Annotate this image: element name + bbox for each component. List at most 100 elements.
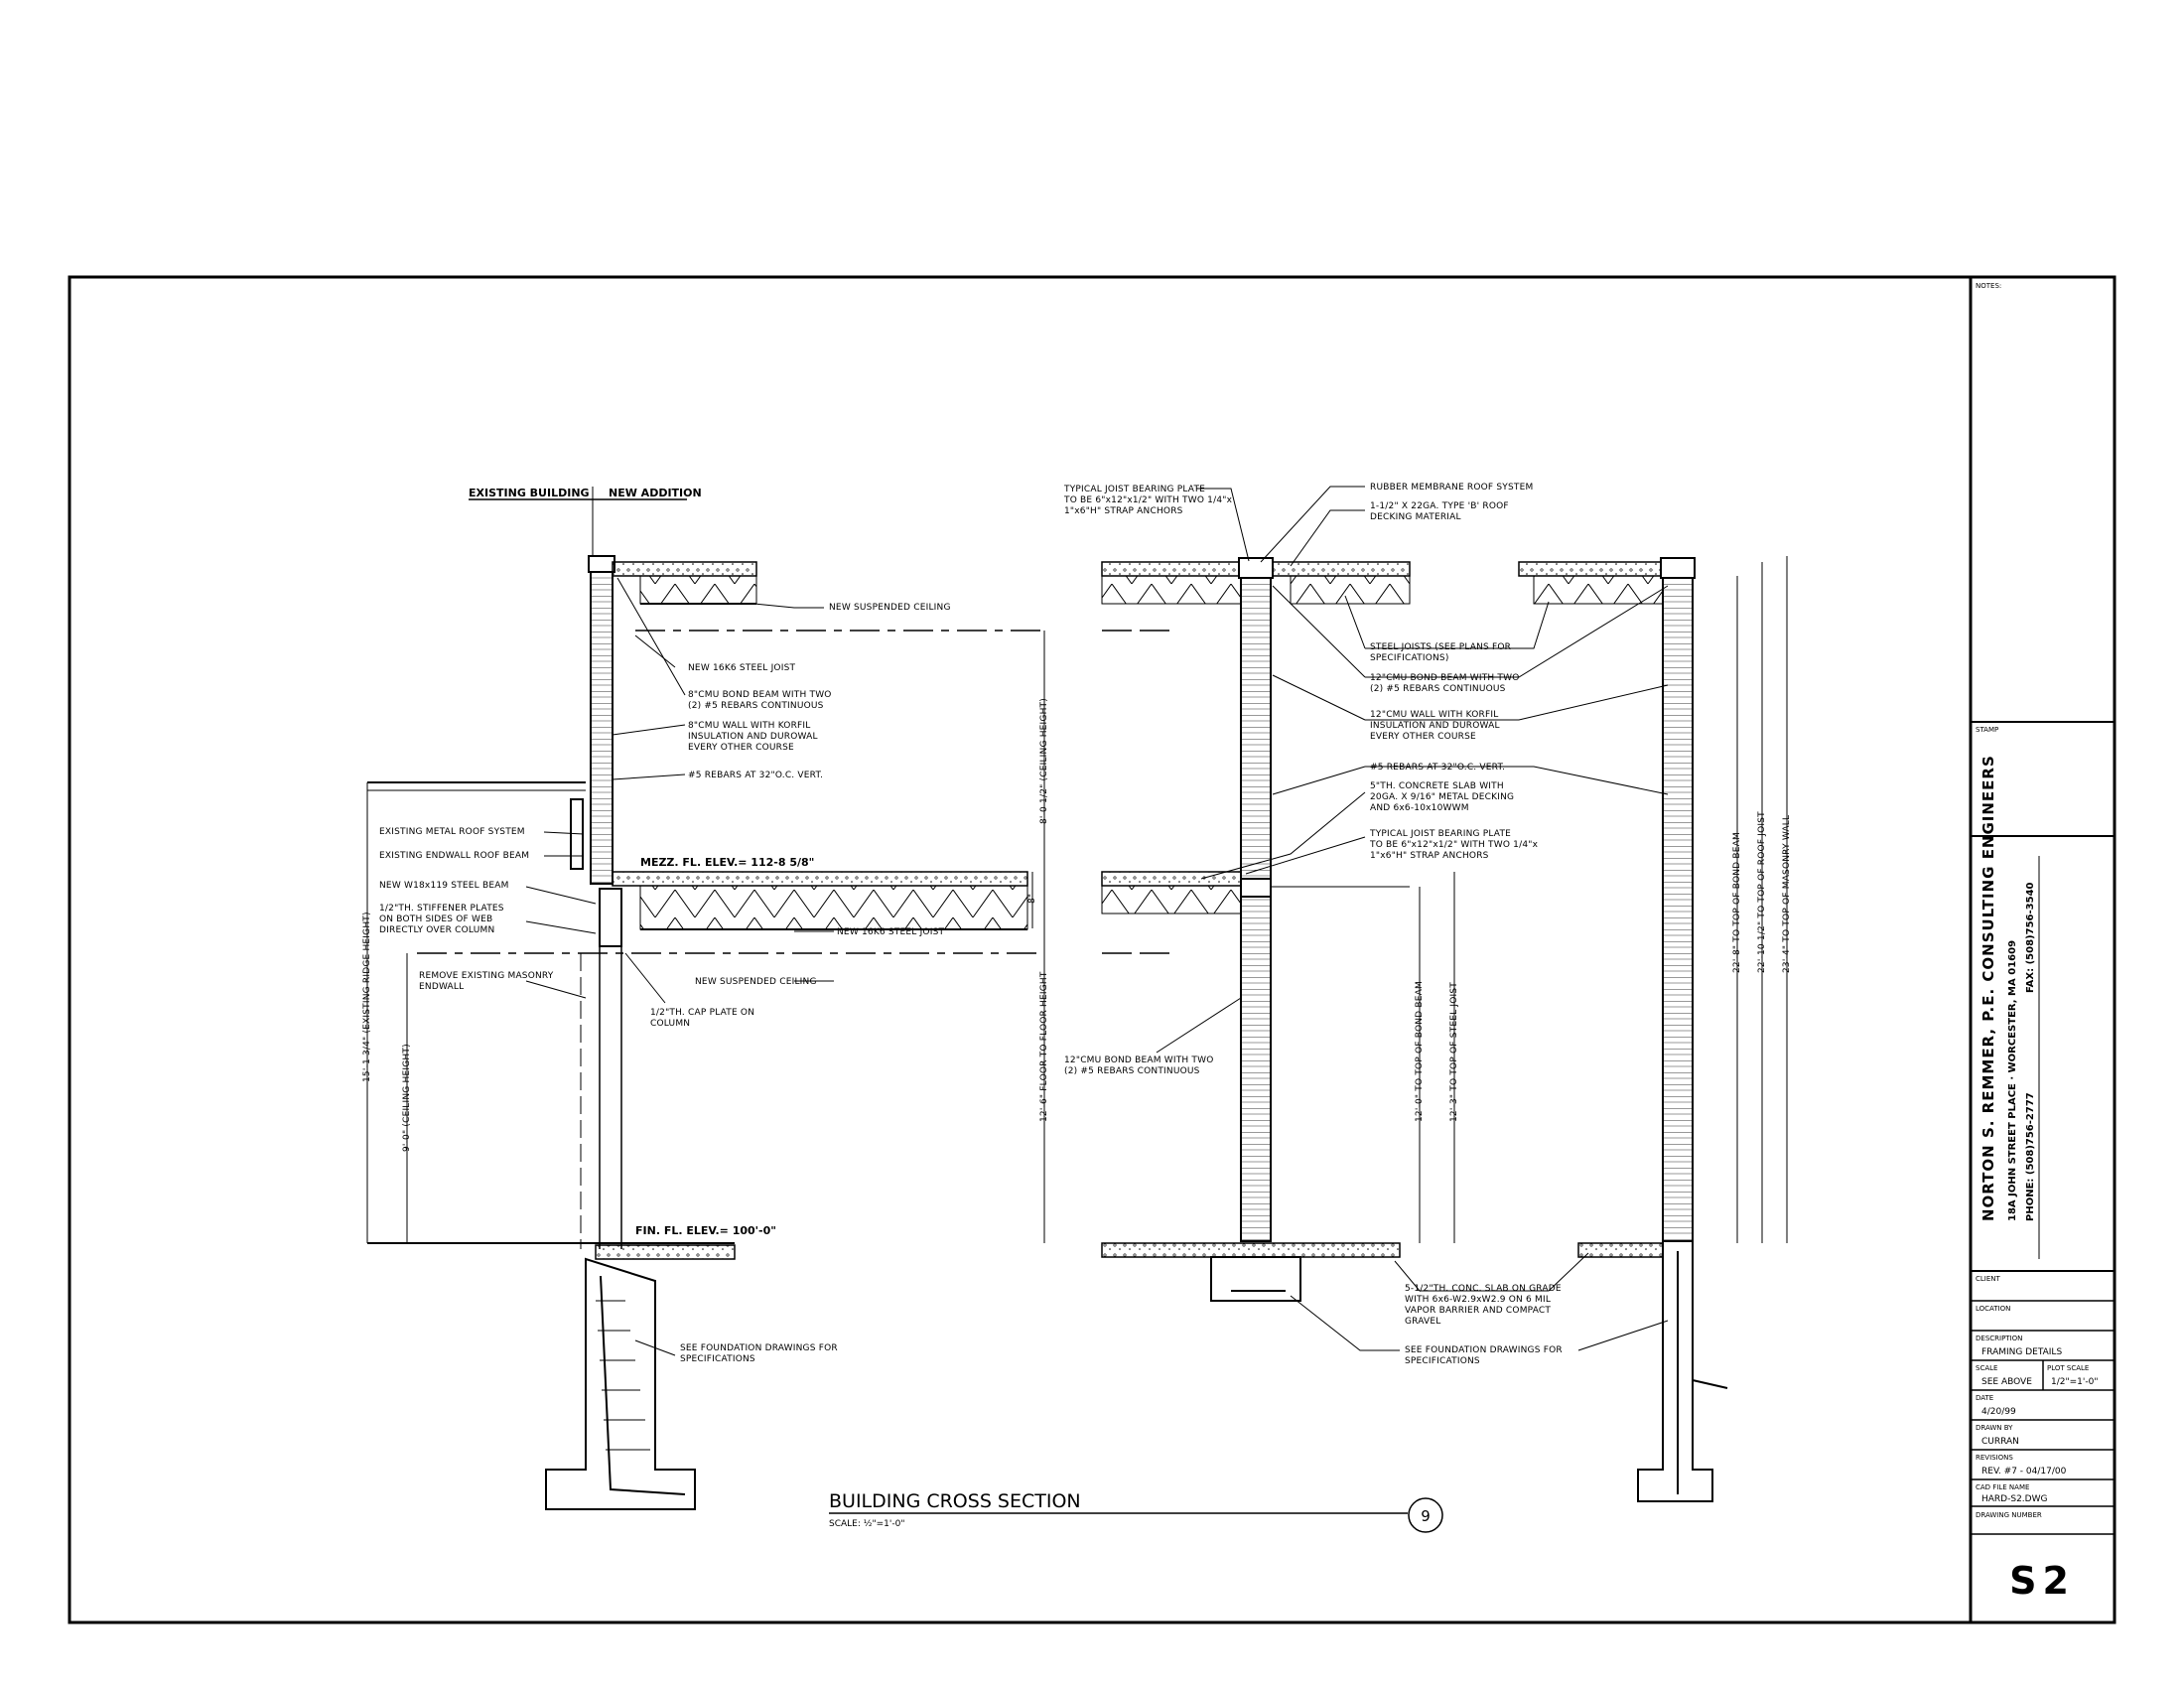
note-concrete-slab-2: 20GA. X 9/16" METAL DECKING <box>1370 792 1514 802</box>
dim-masonry-wall-23: 23'-4" TO TOP OF MASONRY WALL <box>1782 815 1792 973</box>
fin-floor-slab <box>595 1244 736 1260</box>
cad-file-label: CAD FILE NAME <box>1976 1483 2029 1491</box>
note-rebars: #5 REBARS AT 32"O.C. VERT. <box>688 771 823 780</box>
note-remove-masonry-2: ENDWALL <box>419 982 464 992</box>
note-steel-joist-top: NEW 16K6 STEEL JOIST <box>688 663 795 673</box>
drawn-by-value: CURRAN <box>1981 1437 2019 1447</box>
slab-on-grade-a <box>1101 1242 1401 1258</box>
cad-file-value: HARD-S2.DWG <box>1981 1494 2047 1504</box>
note-rebars-right: #5 REBARS AT 32"O.C. VERT. <box>1370 763 1505 773</box>
note-bearing-plate-top-1: TYPICAL JOIST BEARING PLATE <box>1063 485 1205 494</box>
firm-fax: FAX: (508)756-3540 <box>2025 882 2036 993</box>
note-existing-beam: EXISTING ENDWALL ROOF BEAM <box>379 851 529 861</box>
scale-label: SCALE <box>1976 1364 1997 1372</box>
note-bond-beam-12-1: 12"CMU BOND BEAM WITH TWO <box>1370 673 1520 683</box>
dim-bond-beam-22: 22'-8" TO TOP OF BOND BEAM <box>1732 832 1742 973</box>
firm-name: NORTON S. REMMER, P.E. CONSULTING ENGINE… <box>1979 755 1997 1221</box>
note-bearing-plate-mezz-2: TO BE 6"x12"x1/2" WITH TWO 1/4"x <box>1369 840 1539 850</box>
stamp-label: STAMP <box>1976 726 1998 734</box>
sheet-border <box>68 275 2116 1624</box>
note-steel-joists-2: SPECIFICATIONS) <box>1370 653 1449 663</box>
note-steel-joists-1: STEEL JOISTS (SEE PLANS FOR <box>1370 642 1511 652</box>
cmu-wall-8in <box>590 555 614 885</box>
note-slab-on-grade-1: 5-1/2"TH. CONC. SLAB ON GRADE <box>1405 1284 1562 1294</box>
firm-phone: PHONE: (508)756-2777 <box>2025 1092 2036 1221</box>
note-foundation-left-1: SEE FOUNDATION DRAWINGS FOR <box>680 1343 838 1353</box>
revisions-value: REV. #7 - 04/17/00 <box>1981 1467 2067 1477</box>
existing-building-label: EXISTING BUILDING <box>469 487 590 499</box>
description-value: FRAMING DETAILS <box>1981 1347 2062 1357</box>
note-cmu-12-3: EVERY OTHER COURSE <box>1370 732 1476 742</box>
note-foundation-right-1: SEE FOUNDATION DRAWINGS FOR <box>1405 1345 1563 1355</box>
note-stiffener-2: ON BOTH SIDES OF WEB <box>379 914 492 924</box>
roof-deck <box>612 561 757 577</box>
roof-joist <box>639 575 757 605</box>
note-suspended-ceiling-top: NEW SUSPENDED CEILING <box>829 603 951 613</box>
dim-ridge-height: 15'-1 3/4" (EXISTING RIDGE HEIGHT) <box>362 912 372 1082</box>
steel-beam <box>599 888 622 947</box>
new-addition-label: NEW ADDITION <box>609 487 702 499</box>
drawing-title: BUILDING CROSS SECTION <box>829 1490 1081 1512</box>
detail-bubble <box>1408 1497 1443 1533</box>
note-slab-on-grade-2: WITH 6x6-W2.9xW2.9 ON 6 MIL <box>1405 1295 1551 1305</box>
client-label: CLIENT <box>1976 1275 2001 1283</box>
note-cmu-wall-1: 8"CMU WALL WITH KORFIL <box>688 721 811 731</box>
interior-footing <box>1210 1256 1301 1302</box>
note-bond-beam-1: 8"CMU BOND BEAM WITH TWO <box>688 690 832 700</box>
note-remove-masonry-1: REMOVE EXISTING MASONRY <box>419 971 554 981</box>
firm-address: 18A JOHN STREET PLACE · WORCESTER, MA 01… <box>2007 940 2018 1221</box>
note-stiffener-1: 1/2"TH. STIFFENER PLATES <box>379 904 504 914</box>
drawing-scale: SCALE: ½"=1'-0" <box>829 1519 904 1529</box>
note-bearing-plate-mezz-1: TYPICAL JOIST BEARING PLATE <box>1369 829 1511 839</box>
note-roof-deck-2: DECKING MATERIAL <box>1370 512 1461 522</box>
plot-scale-value: 1/2"=1'-0" <box>2051 1377 2098 1387</box>
date-value: 4/20/99 <box>1981 1407 2016 1417</box>
note-foundation-right-2: SPECIFICATIONS <box>1405 1356 1480 1366</box>
note-foundation-left-2: SPECIFICATIONS <box>680 1354 755 1364</box>
note-steel-joist-mezz: NEW 16K6 STEEL JOIST <box>837 927 944 937</box>
roof-deck-right-b <box>1518 561 1674 577</box>
note-cap-plate-1: 1/2"TH. CAP PLATE ON <box>650 1008 754 1018</box>
drawing-number: S2 <box>2009 1559 2075 1603</box>
dim-ceiling-8: 8'-0 1/2" (CEILING HEIGHT) <box>1039 698 1049 824</box>
note-concrete-slab-3: AND 6x6-10x10WWM <box>1370 803 1469 813</box>
right-section: 12'-0" TO TOP OF BOND BEAM 12'-3" TO TOP… <box>1063 483 1792 1502</box>
mezz-joist <box>639 885 1028 930</box>
left-section: EXISTING BUILDING NEW ADDITION FIN. FL. … <box>362 487 1049 1510</box>
dim-steel-joist-12: 12'-3" TO TOP OF STEEL JOIST <box>1449 982 1459 1122</box>
note-rubber-membrane: RUBBER MEMBRANE ROOF SYSTEM <box>1370 483 1533 492</box>
left-foundation-wall <box>545 1257 696 1510</box>
drawn-by-label: DRAWN BY <box>1976 1424 2013 1432</box>
dim-8-inch: 8" <box>1027 894 1037 904</box>
revisions-label: REVISIONS <box>1976 1454 2013 1462</box>
detail-number: 9 <box>1421 1507 1431 1525</box>
note-bond-beam-mezz-1: 12"CMU BOND BEAM WITH TWO <box>1064 1055 1214 1065</box>
description-label: DESCRIPTION <box>1976 1335 2022 1342</box>
drawing-title-block: BUILDING CROSS SECTION SCALE: ½"=1'-0" 9 <box>829 1490 1443 1533</box>
note-existing-roof: EXISTING METAL ROOF SYSTEM <box>379 827 525 837</box>
note-bearing-plate-mezz-3: 1"x6"H" STRAP ANCHORS <box>1370 851 1489 861</box>
cmu-wall-12in-exterior <box>1662 575 1694 1242</box>
note-cap-plate-2: COLUMN <box>650 1019 690 1029</box>
cmu-wall-12in-interior <box>1240 575 1272 1242</box>
note-stiffener-3: DIRECTLY OVER COLUMN <box>379 925 494 935</box>
title-block: NOTES: STAMP NORTON S. REMMER, P.E. CONS… <box>1969 277 2115 1622</box>
note-bond-beam-mezz-2: (2) #5 REBARS CONTINUOUS <box>1064 1066 1200 1076</box>
mezz-floor-elev: MEZZ. FL. ELEV.= 112-8 5/8" <box>640 856 814 869</box>
notes-label: NOTES: <box>1976 282 2001 290</box>
note-new-steel-beam: NEW W18x119 STEEL BEAM <box>379 881 509 891</box>
note-cmu-12-2: INSULATION AND DUROWAL <box>1370 721 1500 731</box>
dim-roof-joist-22: 22'-10 1/2" TO TOP OF ROOF JOIST <box>1757 811 1767 973</box>
dim-ceiling-9: 9'-0" (CEILING HEIGHT) <box>402 1044 412 1152</box>
note-cmu-wall-3: EVERY OTHER COURSE <box>688 743 794 753</box>
note-bond-beam-2: (2) #5 REBARS CONTINUOUS <box>688 701 824 711</box>
note-bond-beam-12-2: (2) #5 REBARS CONTINUOUS <box>1370 684 1506 694</box>
note-concrete-slab-1: 5"TH. CONCRETE SLAB WITH <box>1370 781 1504 791</box>
mezz-slab <box>612 871 1028 887</box>
location-label: LOCATION <box>1976 1305 2010 1313</box>
note-slab-on-grade-3: VAPOR BARRIER AND COMPACT <box>1405 1306 1551 1316</box>
plot-scale-label: PLOT SCALE <box>2047 1364 2089 1372</box>
note-cmu-wall-2: INSULATION AND DUROWAL <box>688 732 818 742</box>
dim-floor-height: 12'-6" FLOOR TO FLOOR HEIGHT <box>1039 971 1049 1122</box>
